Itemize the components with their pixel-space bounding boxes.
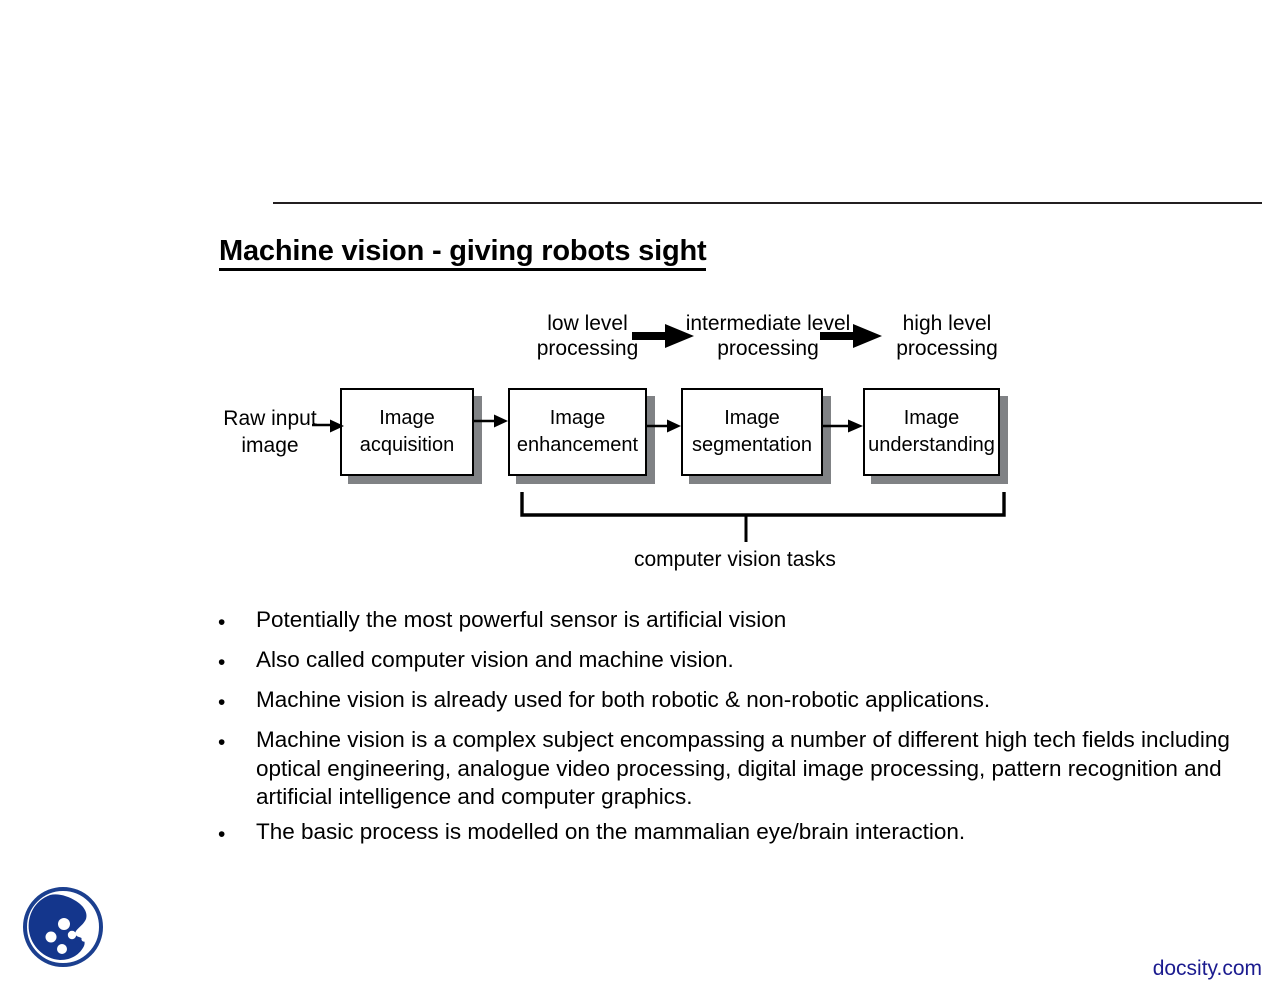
machine-vision-pipeline-diagram: low level processing intermediate level …: [218, 311, 1014, 571]
pipeline-box-image-understanding-line2: understanding: [868, 434, 995, 456]
stage-label-low-level-line2: processing: [536, 337, 639, 360]
stage-label-intermediate-level-line2: processing: [717, 337, 819, 360]
bullet-text: The basic process is modelled on the mam…: [256, 818, 966, 844]
bullet-text: Machine vision is a complex subject enco…: [256, 727, 1230, 809]
bullet-marker: •: [218, 691, 226, 714]
bullet-text: Also called computer vision and machine …: [256, 647, 734, 672]
bracket-label-computer-vision-tasks: computer vision tasks: [634, 548, 836, 571]
bullet-text: Potentially the most powerful sensor is …: [256, 607, 787, 632]
header-divider: [273, 202, 1262, 204]
list-item: • Also called computer vision and machin…: [212, 646, 1242, 680]
list-item: • Potentially the most powerful sensor i…: [212, 606, 1242, 640]
pipeline-box-image-understanding-line1: Image: [903, 407, 960, 429]
arrow-acquisition-to-enhancement: [474, 414, 508, 428]
pipeline-box-image-enhancement[interactable]: Image enhancement: [508, 388, 647, 476]
pipeline-box-image-segmentation[interactable]: Image segmentation: [681, 388, 823, 476]
stage-label-high-level-line2: processing: [896, 337, 998, 360]
docsity-logo-icon: [23, 887, 103, 967]
list-item: • Machine vision is already used for bot…: [212, 686, 1242, 720]
arrow-enhancement-to-segmentation: [647, 419, 681, 433]
block-arrow-intermediate-to-high: [820, 324, 882, 348]
bullet-marker: •: [218, 611, 226, 634]
grouping-bracket: [520, 492, 1006, 542]
pipeline-box-image-segmentation-line1: Image: [724, 407, 780, 429]
stage-label-low-level-line1: low level: [547, 312, 628, 335]
pipeline-box-image-understanding[interactable]: Image understanding: [863, 388, 1000, 476]
pipeline-box-image-acquisition-line2: acquisition: [359, 434, 455, 456]
list-item: • The basic process is modelled on the m…: [212, 818, 1242, 852]
list-item: • Machine vision is a complex subject en…: [212, 726, 1242, 812]
stage-label-high-level: high level processing: [880, 311, 1014, 361]
page-title: Machine vision - giving robots sight: [219, 235, 707, 272]
pipeline-box-image-acquisition-line1: Image: [379, 407, 435, 429]
bullet-marker: •: [218, 731, 226, 754]
pipeline-box-image-acquisition[interactable]: Image acquisition: [340, 388, 474, 476]
stage-label-intermediate-level: intermediate level processing: [677, 311, 859, 361]
stage-label-high-level-line1: high level: [902, 312, 992, 335]
pipeline-box-image-segmentation-line2: segmentation: [691, 434, 813, 456]
arrow-input-to-acquisition: [312, 419, 344, 433]
raw-input-label: Raw input image: [218, 405, 322, 459]
raw-input-label-line1: Raw input: [223, 407, 317, 430]
arrow-segmentation-to-understanding: [823, 419, 863, 433]
block-arrow-low-to-intermediate: [632, 324, 694, 348]
pipeline-box-image-enhancement-line2: enhancement: [516, 434, 639, 456]
stage-label-intermediate-level-line1: intermediate level: [685, 312, 851, 335]
bullet-marker: •: [218, 651, 226, 674]
stage-label-low-level: low level processing: [505, 311, 670, 361]
bullet-marker: •: [218, 822, 226, 846]
bullet-text: Machine vision is already used for both …: [256, 687, 991, 712]
raw-input-label-line2: image: [241, 434, 299, 457]
pipeline-box-image-enhancement-line1: Image: [549, 407, 606, 429]
bullet-list: • Potentially the most powerful sensor i…: [212, 606, 1242, 858]
footer-brand-label: docsity.com: [1152, 957, 1262, 980]
